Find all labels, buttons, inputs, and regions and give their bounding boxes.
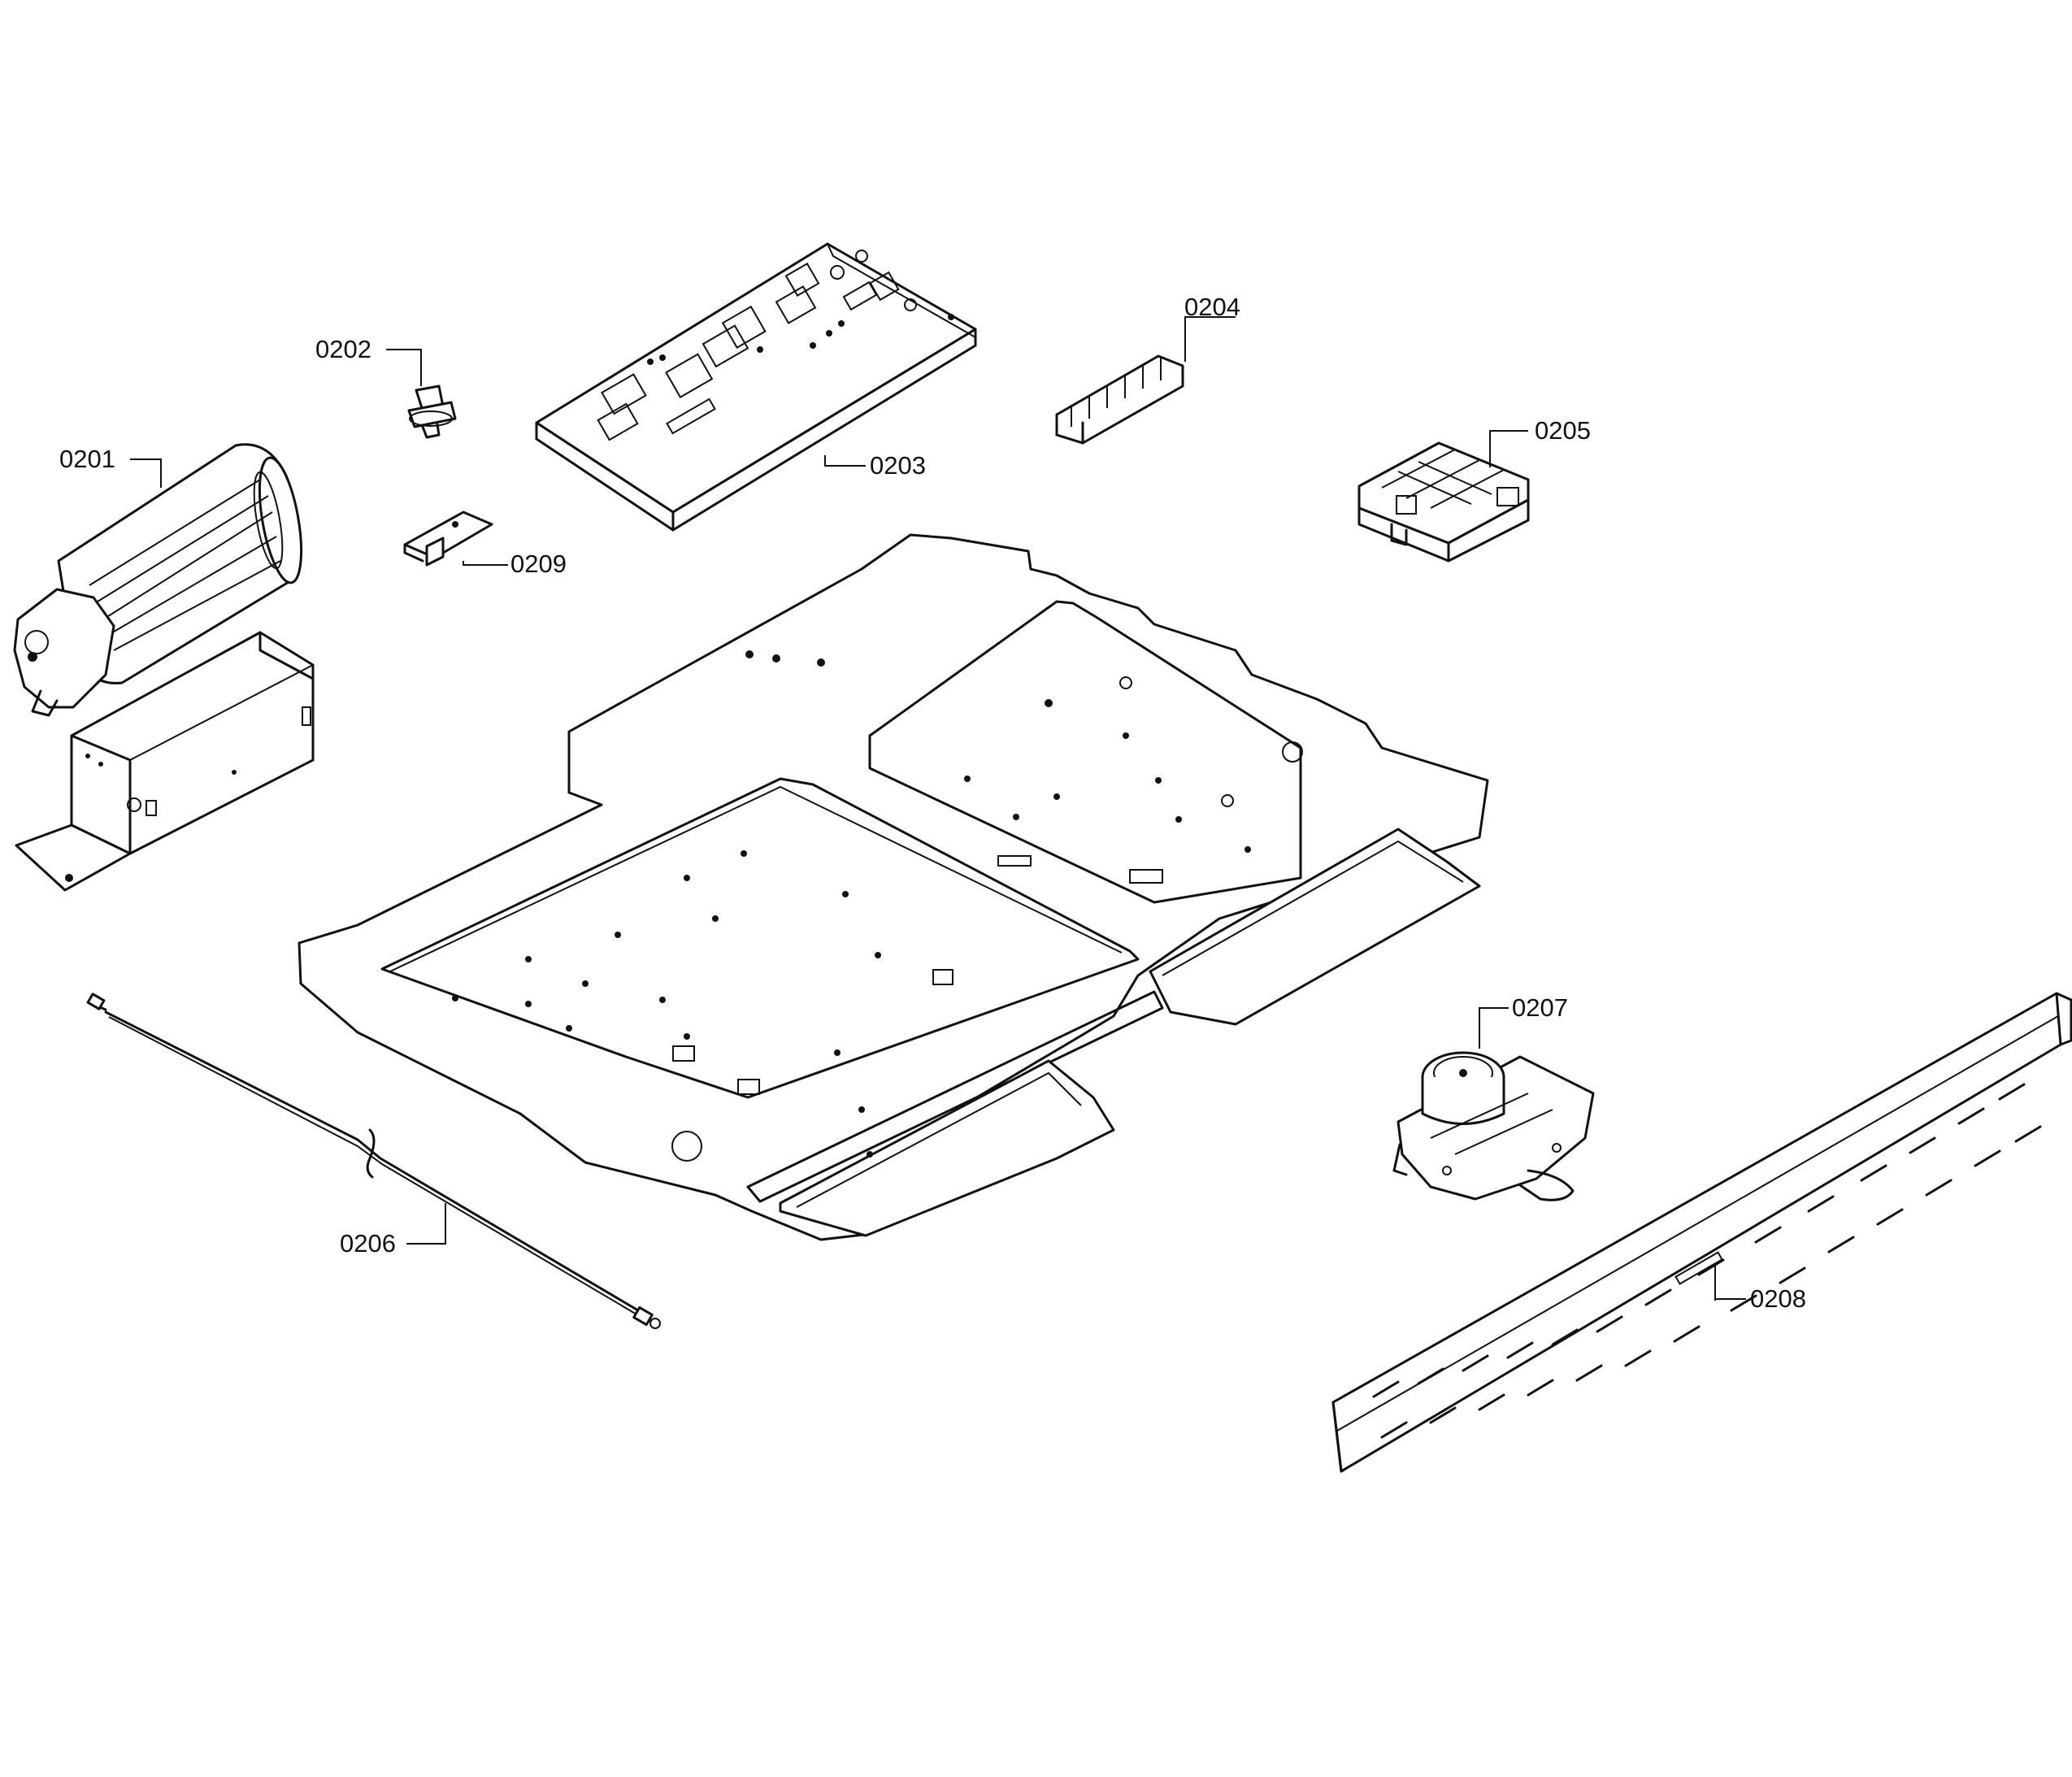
air-vent-strip-part	[1331, 992, 2072, 1473]
callout-0203: 0203	[870, 451, 926, 480]
callout-0204: 0204	[1184, 293, 1240, 321]
door-lock-motor-part	[1392, 1051, 1595, 1201]
fan-bracket	[15, 631, 315, 892]
terminal-block-part	[1357, 441, 1530, 563]
callout-0209: 0209	[510, 550, 567, 578]
callout-0205: 0205	[1535, 416, 1591, 445]
small-bracket	[403, 511, 493, 567]
callout-labels: 0201 0202 0203 0204 0205 0206 0207 0208 …	[59, 293, 1806, 1313]
thermostat-part	[407, 385, 457, 439]
callout-0207: 0207	[1512, 993, 1568, 1022]
callout-0208: 0208	[1750, 1284, 1806, 1313]
base-panel	[298, 533, 1489, 1241]
leader-lines	[130, 316, 1746, 1301]
control-board-part	[535, 242, 977, 532]
panel-holes	[452, 650, 1303, 1162]
callout-0206: 0206	[340, 1229, 396, 1258]
fan-motor-assembly	[13, 443, 303, 717]
vent-slots	[1372, 1083, 2042, 1439]
callout-0201: 0201	[59, 445, 115, 473]
terminal-strip-part	[1055, 354, 1184, 445]
callout-0202: 0202	[315, 335, 371, 363]
temperature-sensor-part	[86, 993, 661, 1329]
